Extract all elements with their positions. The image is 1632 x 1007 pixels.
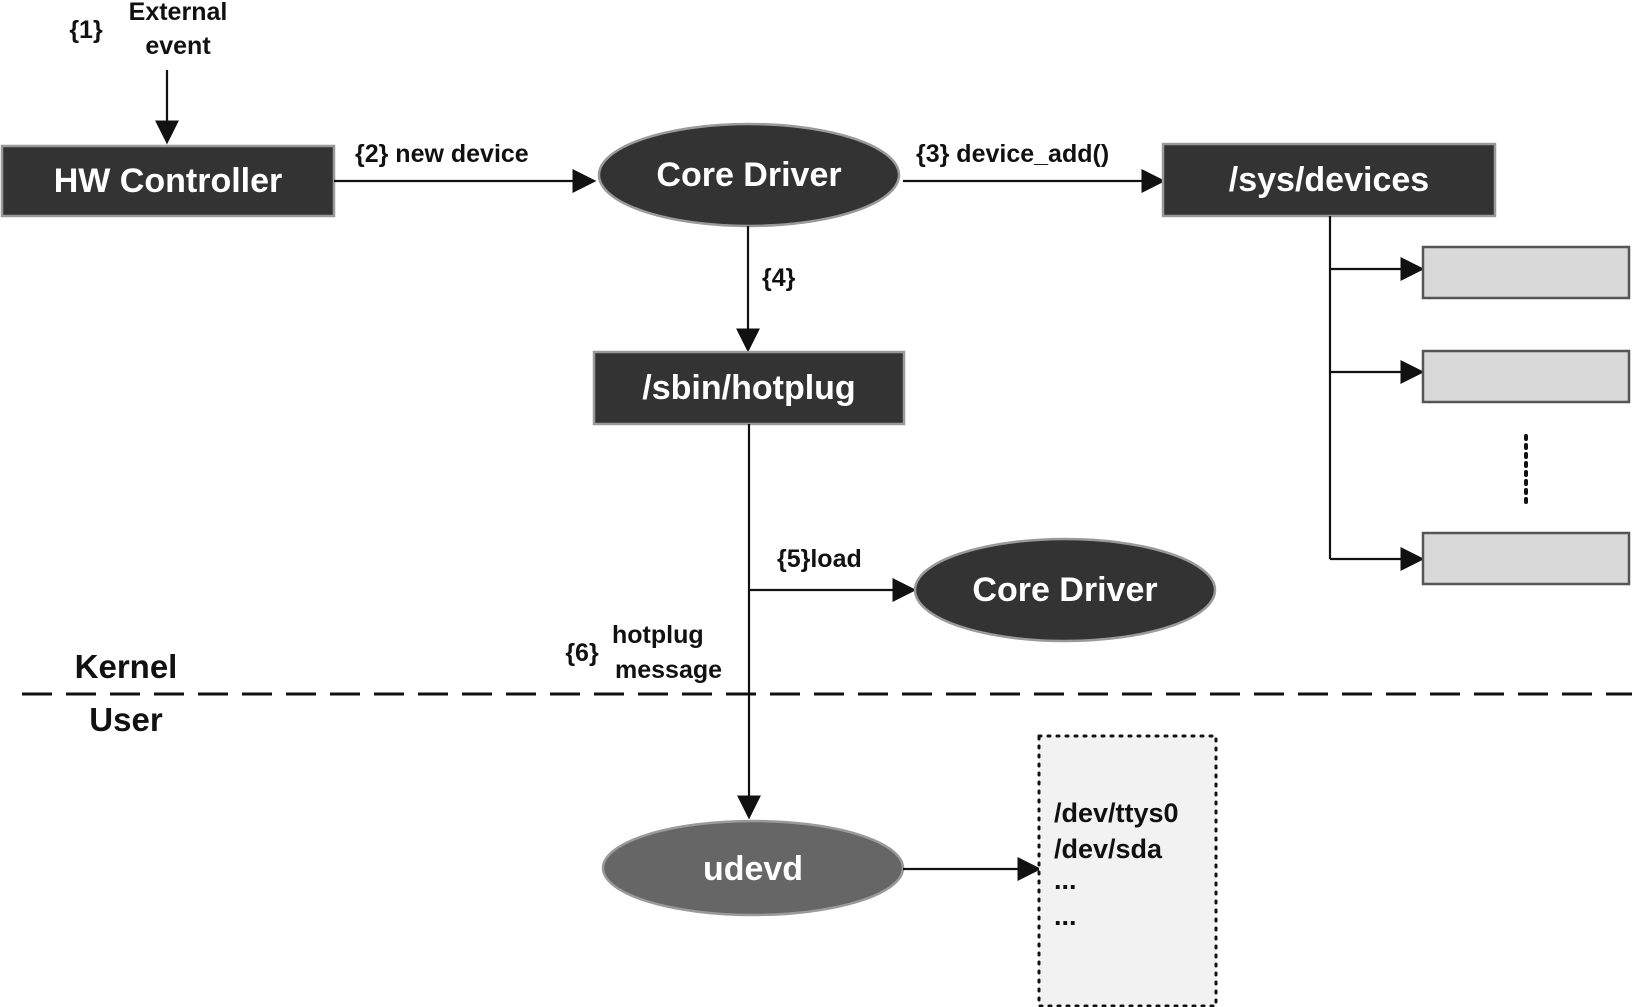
core-driver-loaded-label: Core Driver <box>972 571 1157 609</box>
udevd-label: udevd <box>703 850 803 888</box>
udevd-node: udevd <box>601 819 905 917</box>
dev-file-entry: ... <box>1054 865 1077 895</box>
dev-file-entry: ... <box>1054 901 1077 931</box>
kernel-label: Kernel <box>75 648 178 685</box>
dev-files-box: /dev/ttys0 /dev/sda ... ... <box>1037 734 1218 1007</box>
hw-controller-label: HW Controller <box>54 162 283 200</box>
step6-label-line1: hotplug <box>612 621 704 649</box>
sys-child-box-1 <box>1421 245 1631 300</box>
core-driver-label: Core Driver <box>656 156 841 194</box>
sbin-hotplug-label: /sbin/hotplug <box>642 369 855 407</box>
core-driver-loaded-node: Core Driver <box>913 537 1217 643</box>
step5-label: {5}load <box>777 545 862 573</box>
step1-label-line1: External <box>129 0 228 26</box>
hw-controller-node: HW Controller <box>0 144 336 218</box>
step1-label-line2: event <box>145 32 211 60</box>
step1-number: {1} <box>69 16 103 44</box>
step2-label: {2} new device <box>355 140 529 168</box>
sbin-hotplug-node: /sbin/hotplug <box>592 350 906 426</box>
sys-devices-node: /sys/devices <box>1161 142 1497 218</box>
sys-child-box-2 <box>1421 349 1631 404</box>
dev-file-entry: /dev/ttys0 <box>1054 798 1179 828</box>
step6-number: {6} <box>565 639 599 667</box>
sys-child-box-3 <box>1421 531 1631 586</box>
user-label: User <box>89 701 163 738</box>
core-driver-node: Core Driver <box>597 122 901 228</box>
step4-label: {4} <box>762 264 796 292</box>
dev-file-entry: /dev/sda <box>1054 834 1163 864</box>
sys-devices-label: /sys/devices <box>1229 161 1429 199</box>
step3-label: {3} device_add() <box>916 140 1109 168</box>
step6-label-line2: message <box>615 656 722 684</box>
